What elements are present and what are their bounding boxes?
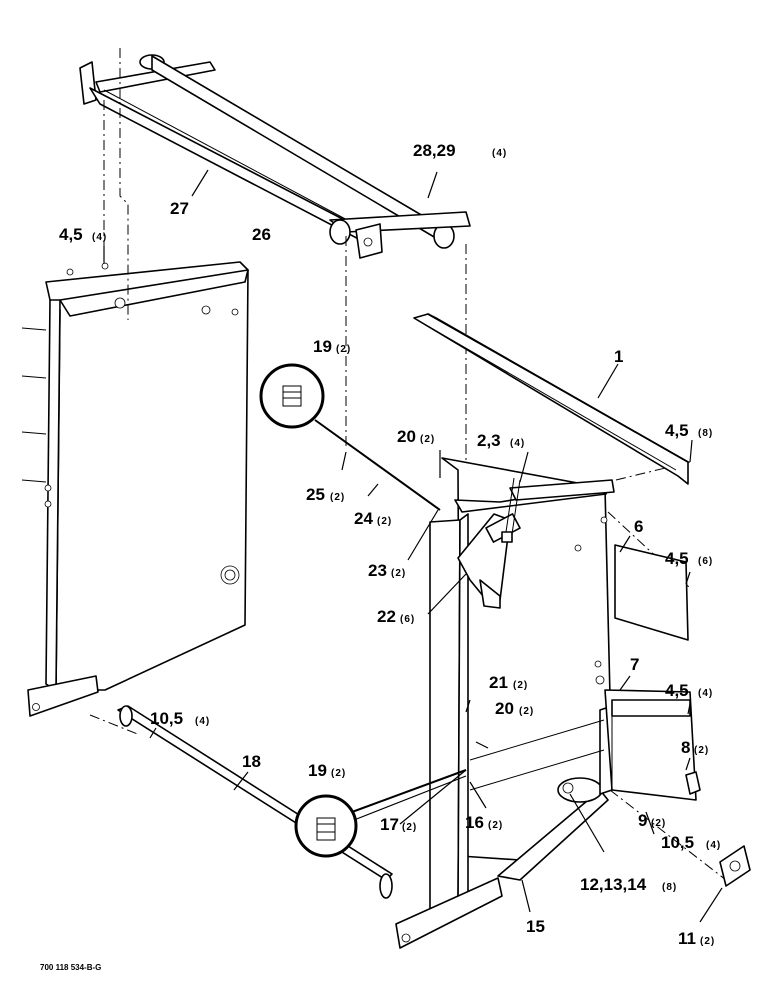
svg-text:4,5: 4,5 <box>665 421 689 440</box>
svg-text:6: 6 <box>634 517 643 536</box>
svg-text:1: 1 <box>614 347 623 366</box>
svg-text:(2): (2) <box>330 492 345 503</box>
document-code: 700 118 534-B-G <box>40 963 101 972</box>
svg-text:2,3: 2,3 <box>477 431 501 450</box>
svg-text:10,5: 10,5 <box>150 709 183 728</box>
leader-lines <box>103 169 723 923</box>
svg-text:(2): (2) <box>402 822 417 833</box>
svg-text:(2): (2) <box>420 434 435 445</box>
svg-text:12,13,14: 12,13,14 <box>580 875 647 894</box>
svg-text:24: 24 <box>354 509 373 528</box>
svg-text:4,5: 4,5 <box>59 225 83 244</box>
callout-18: 18 <box>242 752 261 771</box>
callout-28-29: 28,29 (4) <box>413 141 507 160</box>
svg-text:25: 25 <box>306 485 325 504</box>
svg-text:(4): (4) <box>195 716 210 727</box>
svg-text:(4): (4) <box>492 148 507 159</box>
svg-text:26: 26 <box>252 225 271 244</box>
callout-26: 26 <box>252 225 271 244</box>
detail-circle-upper <box>259 363 441 511</box>
svg-text:(2): (2) <box>651 818 666 829</box>
svg-text:27: 27 <box>170 199 189 218</box>
callout-11: 11 (2) <box>678 929 715 948</box>
svg-text:(2): (2) <box>519 706 534 717</box>
svg-text:16: 16 <box>465 813 484 832</box>
svg-text:(8): (8) <box>662 882 677 893</box>
svg-text:(4): (4) <box>92 232 107 243</box>
svg-text:8: 8 <box>681 738 690 757</box>
svg-text:4,5: 4,5 <box>665 549 689 568</box>
callout-19-upper: 19 (2) <box>313 337 351 356</box>
callout-24: 24 (2) <box>354 509 392 528</box>
callout-21: 21 (2) <box>489 673 528 692</box>
callout-8: 8 (2) <box>681 738 709 757</box>
svg-text:22: 22 <box>377 607 396 626</box>
svg-text:(2): (2) <box>377 516 392 527</box>
svg-text:(4): (4) <box>698 688 713 699</box>
svg-text:9: 9 <box>638 811 647 830</box>
callout-27: 27 <box>170 199 189 218</box>
svg-text:20: 20 <box>495 699 514 718</box>
svg-text:(4): (4) <box>510 438 525 449</box>
callout-2-3: 2,3 (4) <box>477 431 525 450</box>
part-18-lower-rod <box>117 705 393 899</box>
part-27-cross-tube <box>79 54 471 259</box>
svg-text:(2): (2) <box>331 768 346 779</box>
callout-20-lower: 20 (2) <box>495 699 534 718</box>
callout-20-upper: 20 (2) <box>397 427 435 446</box>
svg-text:23: 23 <box>368 561 387 580</box>
svg-text:20: 20 <box>397 427 416 446</box>
callout-6: 6 <box>634 517 643 536</box>
callout-10-5-left: 10,5 (4) <box>150 709 210 728</box>
svg-text:11: 11 <box>678 929 696 948</box>
svg-text:4,5: 4,5 <box>665 681 689 700</box>
svg-text:(2): (2) <box>488 820 503 831</box>
svg-text:17: 17 <box>380 815 399 834</box>
callout-4-5-four: 4,5 (4) <box>665 681 713 700</box>
svg-text:19: 19 <box>313 337 332 356</box>
svg-text:21: 21 <box>489 673 508 692</box>
callout-23: 23 (2) <box>368 561 406 580</box>
svg-text:(2): (2) <box>513 680 528 691</box>
callout-1: 1 <box>614 347 623 366</box>
callout-22: 22 (6) <box>377 607 415 626</box>
callout-9: 9 (2) <box>638 811 666 830</box>
svg-text:19: 19 <box>308 761 327 780</box>
right-frame-assembly <box>395 457 751 949</box>
svg-text:18: 18 <box>242 752 261 771</box>
svg-text:15: 15 <box>526 917 545 936</box>
callout-10-5-right: 10,5 (4) <box>661 833 721 852</box>
callout-12-13-14: 12,13,14 (8) <box>580 875 677 894</box>
callout-17: 17 (2) <box>380 815 417 834</box>
svg-text:(4): (4) <box>706 840 721 851</box>
part-1-angle-channel <box>413 313 689 485</box>
svg-text:(6): (6) <box>400 614 415 625</box>
svg-text:(2): (2) <box>694 745 709 756</box>
svg-text:28,29: 28,29 <box>413 141 456 160</box>
callout-25: 25 (2) <box>306 485 345 504</box>
callout-7: 7 <box>630 655 639 674</box>
svg-text:10,5: 10,5 <box>661 833 694 852</box>
svg-text:(2): (2) <box>391 568 406 579</box>
callout-19-lower: 19 (2) <box>308 761 346 780</box>
svg-text:(2): (2) <box>336 344 351 355</box>
callout-15: 15 <box>526 917 545 936</box>
svg-text:(6): (6) <box>698 556 713 567</box>
svg-text:(2): (2) <box>700 936 715 947</box>
svg-text:7: 7 <box>630 655 639 674</box>
svg-text:(8): (8) <box>698 428 713 439</box>
callout-4-5-top-left: 4,5 (4) <box>59 225 107 244</box>
part-26-left-panel <box>21 261 249 717</box>
detail-circle-lower <box>294 769 467 858</box>
callout-4-5-eight: 4,5 (8) <box>665 421 713 440</box>
callout-4-5-six: 4,5 (6) <box>665 549 713 568</box>
callout-16: 16 (2) <box>465 813 503 832</box>
